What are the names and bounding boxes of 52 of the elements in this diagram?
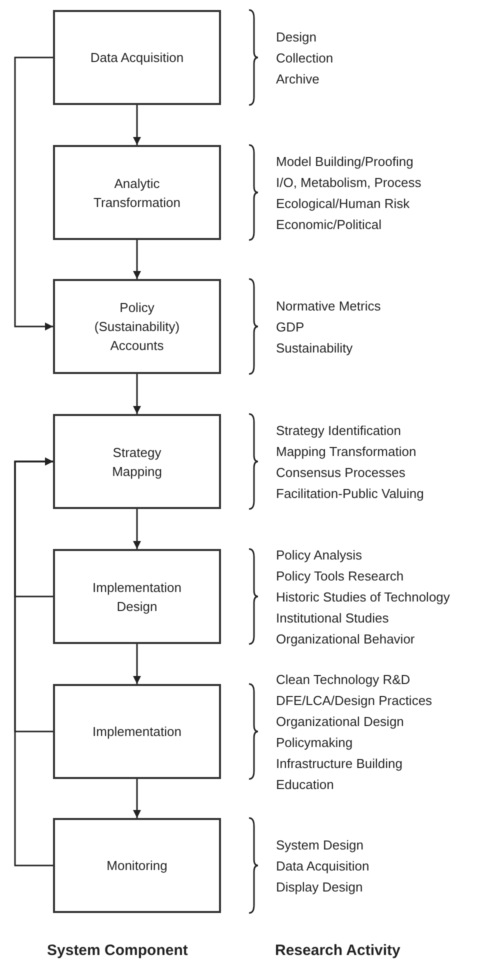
activity-text: I/O, Metabolism, Process xyxy=(276,174,422,192)
activity-text: DFE/LCA/Design Practices xyxy=(276,692,432,710)
arrow xyxy=(14,458,53,866)
box-label: Data Acquisition xyxy=(90,49,184,67)
activity-text: Facilitation-Public Valuing xyxy=(276,484,424,503)
process-box xyxy=(53,414,221,509)
process-box xyxy=(53,145,221,240)
activity-text: System Design xyxy=(276,836,364,854)
activity-text: Infrastructure Building xyxy=(276,754,402,773)
arrow xyxy=(133,105,141,145)
activity-text: Consensus Processes xyxy=(276,464,406,482)
arrow xyxy=(133,644,141,684)
box-label: Monitoring xyxy=(106,857,168,875)
arrow xyxy=(133,374,141,414)
box-label: Policy (Sustainability) Accounts xyxy=(93,299,181,355)
process-box xyxy=(53,549,221,644)
arrow xyxy=(133,779,141,818)
activity-text: Education xyxy=(276,776,334,794)
activity-text: Archive xyxy=(276,70,320,88)
activity-text: GDP xyxy=(276,318,304,336)
activity-text: Historic Studies of Technology xyxy=(276,588,450,606)
activity-text: Mapping Transformation xyxy=(276,442,416,461)
arrow xyxy=(14,56,53,330)
activity-text: Organizational Design xyxy=(276,712,404,731)
box-label: Analytic Transformation xyxy=(92,174,182,212)
activity-text: Policy Tools Research xyxy=(276,567,404,586)
activity-text: Policymaking xyxy=(276,734,353,752)
activity-text: Institutional Studies xyxy=(276,609,389,627)
activity-text: Policy Analysis xyxy=(276,546,362,564)
activity-text: Model Building/Proofing xyxy=(276,152,414,171)
process-box xyxy=(53,818,221,913)
column-heading: System Component xyxy=(47,941,188,961)
process-box xyxy=(53,279,221,374)
box-label: Implementation Design xyxy=(92,578,182,616)
column-heading: Research Activity xyxy=(275,941,400,961)
activity-text: Sustainability xyxy=(276,339,353,358)
activity-text: Strategy Identification xyxy=(276,422,402,440)
activity-text: Economic/Political xyxy=(276,216,382,234)
arrow xyxy=(133,240,141,279)
activity-text: Design xyxy=(276,28,316,46)
box-label: Implementation xyxy=(92,723,182,741)
arrow xyxy=(133,509,141,549)
activity-text: Collection xyxy=(276,49,334,67)
process-box xyxy=(53,10,221,105)
activity-text: Organizational Behavior xyxy=(276,630,415,648)
activity-text: Display Design xyxy=(276,878,363,896)
process-box xyxy=(53,684,221,779)
activity-text: Data Acquisition xyxy=(276,857,370,876)
activity-text: Normative Metrics xyxy=(276,297,381,315)
activity-text: Ecological/Human Risk xyxy=(276,194,410,213)
box-label: Strategy Mapping xyxy=(111,444,163,480)
activity-text: Clean Technology R&D xyxy=(276,670,410,689)
